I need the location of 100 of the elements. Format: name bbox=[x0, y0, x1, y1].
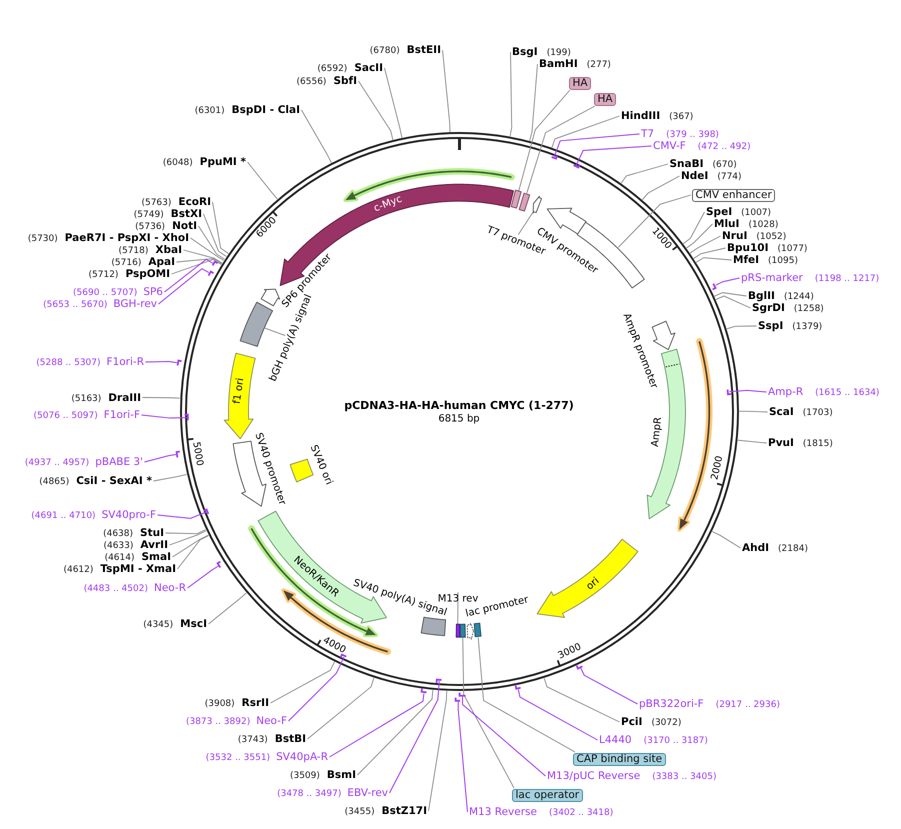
primer-name: Amp-R bbox=[768, 386, 804, 398]
enzyme-name: NotI bbox=[172, 220, 197, 232]
leader-line bbox=[169, 530, 207, 546]
leader-line bbox=[144, 454, 177, 462]
enzyme-name: SspI bbox=[758, 320, 784, 332]
site-position: (199) bbox=[546, 48, 571, 58]
leader-line bbox=[270, 661, 335, 704]
enzyme-name: SmaI bbox=[142, 550, 171, 563]
leader-line bbox=[642, 176, 680, 201]
leader-line bbox=[190, 238, 224, 261]
site-position: (4612) bbox=[63, 564, 94, 576]
enzyme-name: SpeI bbox=[706, 206, 732, 218]
primer-mark bbox=[176, 358, 184, 368]
primer-mark bbox=[575, 664, 584, 670]
feature-band bbox=[532, 195, 542, 214]
site-position: (4345) bbox=[143, 620, 174, 630]
primer-range: (2917 .. 2936) bbox=[716, 700, 780, 710]
leader-line bbox=[212, 202, 229, 254]
enzyme-name: SbfI bbox=[333, 74, 357, 87]
leader-line bbox=[738, 410, 768, 412]
leader-line bbox=[264, 328, 286, 336]
enzyme-name: BsgI bbox=[512, 46, 538, 58]
leader-line bbox=[462, 638, 514, 788]
primer-mark bbox=[202, 508, 210, 516]
primer-name: EBV-rev bbox=[347, 786, 388, 799]
primer-mark bbox=[175, 450, 182, 459]
enzyme-name: SacII bbox=[354, 62, 383, 74]
primer-name: SV40pA-R bbox=[276, 750, 328, 763]
leader-line bbox=[357, 689, 434, 776]
site-position: (4638) bbox=[103, 528, 134, 540]
site-position: (1379) bbox=[792, 322, 822, 332]
site-position: (670) bbox=[712, 160, 737, 170]
site-position: (5730) bbox=[28, 234, 58, 244]
feature-tag: CMV enhancer bbox=[692, 188, 776, 202]
leader-line bbox=[518, 212, 534, 236]
leader-line bbox=[715, 278, 740, 286]
scale-label: 2000 bbox=[710, 455, 726, 482]
leader-line bbox=[526, 106, 596, 194]
enzyme-name: ApaI bbox=[148, 256, 175, 268]
leader-line bbox=[686, 224, 713, 249]
leader-line bbox=[692, 248, 726, 260]
leader-line bbox=[478, 636, 576, 752]
leader-line bbox=[529, 64, 538, 142]
enzyme-name: Bpu10I bbox=[727, 242, 769, 254]
enzyme-name: BsmI bbox=[326, 768, 356, 781]
site-position: (1244) bbox=[784, 292, 814, 302]
primer-name: pRS-marker bbox=[741, 272, 803, 284]
enzyme-name: BstZ17I bbox=[382, 804, 427, 817]
site-position: (1007) bbox=[741, 208, 772, 218]
site-position: (6301) bbox=[194, 106, 225, 116]
enzyme-name: NruI bbox=[722, 230, 748, 242]
primer-name: M13 Reverse bbox=[469, 806, 537, 818]
plasmid-title: pCDNA3-HA-HA-human CMYC (1-277) bbox=[344, 399, 574, 412]
site-position: (2184) bbox=[778, 544, 808, 554]
enzyme-name: SgrDI bbox=[752, 302, 785, 314]
primer-name: pBR322ori-F bbox=[639, 698, 704, 710]
primer-range: (5690 .. 5707) bbox=[73, 288, 138, 298]
primer-mark bbox=[550, 154, 559, 160]
site-position: (5716) bbox=[111, 258, 142, 268]
enzyme-name: MfeI bbox=[733, 254, 760, 266]
leader-line bbox=[428, 690, 448, 812]
site-position: (5736) bbox=[135, 222, 166, 232]
primer-name: CMV-F bbox=[653, 140, 686, 152]
primer-mark bbox=[435, 678, 444, 684]
primer-range: (5076 .. 5097) bbox=[34, 410, 98, 422]
enzyme-name: PaeR7I - PspXI - XhoI bbox=[64, 232, 189, 244]
enzyme-name: MscI bbox=[180, 618, 207, 630]
feature-label: c-Myc bbox=[372, 194, 404, 214]
primer-mark bbox=[183, 413, 190, 422]
primer-name: Neo-R bbox=[154, 582, 186, 594]
enzyme-name: PpuMI * bbox=[200, 156, 246, 168]
feature-box bbox=[518, 192, 531, 212]
enzyme-name: AvrII bbox=[140, 538, 168, 551]
enzyme-name: ScaI bbox=[769, 406, 794, 418]
primer-range: (379 .. 398) bbox=[666, 130, 719, 140]
leader-line bbox=[176, 258, 222, 264]
primer-range: (3873 .. 3892) bbox=[186, 716, 250, 728]
leader-line bbox=[544, 677, 620, 722]
enzyme-name: NdeI bbox=[681, 170, 708, 182]
leader-line bbox=[726, 326, 757, 330]
leader-line bbox=[301, 110, 332, 164]
feature-label: AmpR bbox=[650, 416, 664, 448]
site-position: (6556) bbox=[296, 76, 326, 88]
enzyme-name: XbaI bbox=[155, 244, 182, 256]
plasmid-length: 6815 bp bbox=[438, 413, 480, 424]
primer-name: L4440 bbox=[599, 734, 632, 746]
leader-line bbox=[203, 214, 227, 257]
site-position: (1077) bbox=[778, 244, 808, 254]
site-position: (5763) bbox=[141, 198, 172, 208]
scale-label: 4000 bbox=[321, 636, 348, 656]
leader-line bbox=[208, 592, 247, 624]
primer-mark bbox=[420, 687, 428, 694]
enzyme-name: TspMI - XmaI bbox=[100, 562, 176, 575]
leader-line bbox=[551, 116, 620, 148]
leader-line bbox=[620, 164, 668, 184]
leader-line bbox=[458, 701, 468, 812]
primer-mark bbox=[207, 270, 216, 277]
enzyme-name: StuI bbox=[140, 526, 164, 539]
primer-name: BGH-rev bbox=[113, 298, 157, 310]
leader-line bbox=[172, 534, 209, 558]
